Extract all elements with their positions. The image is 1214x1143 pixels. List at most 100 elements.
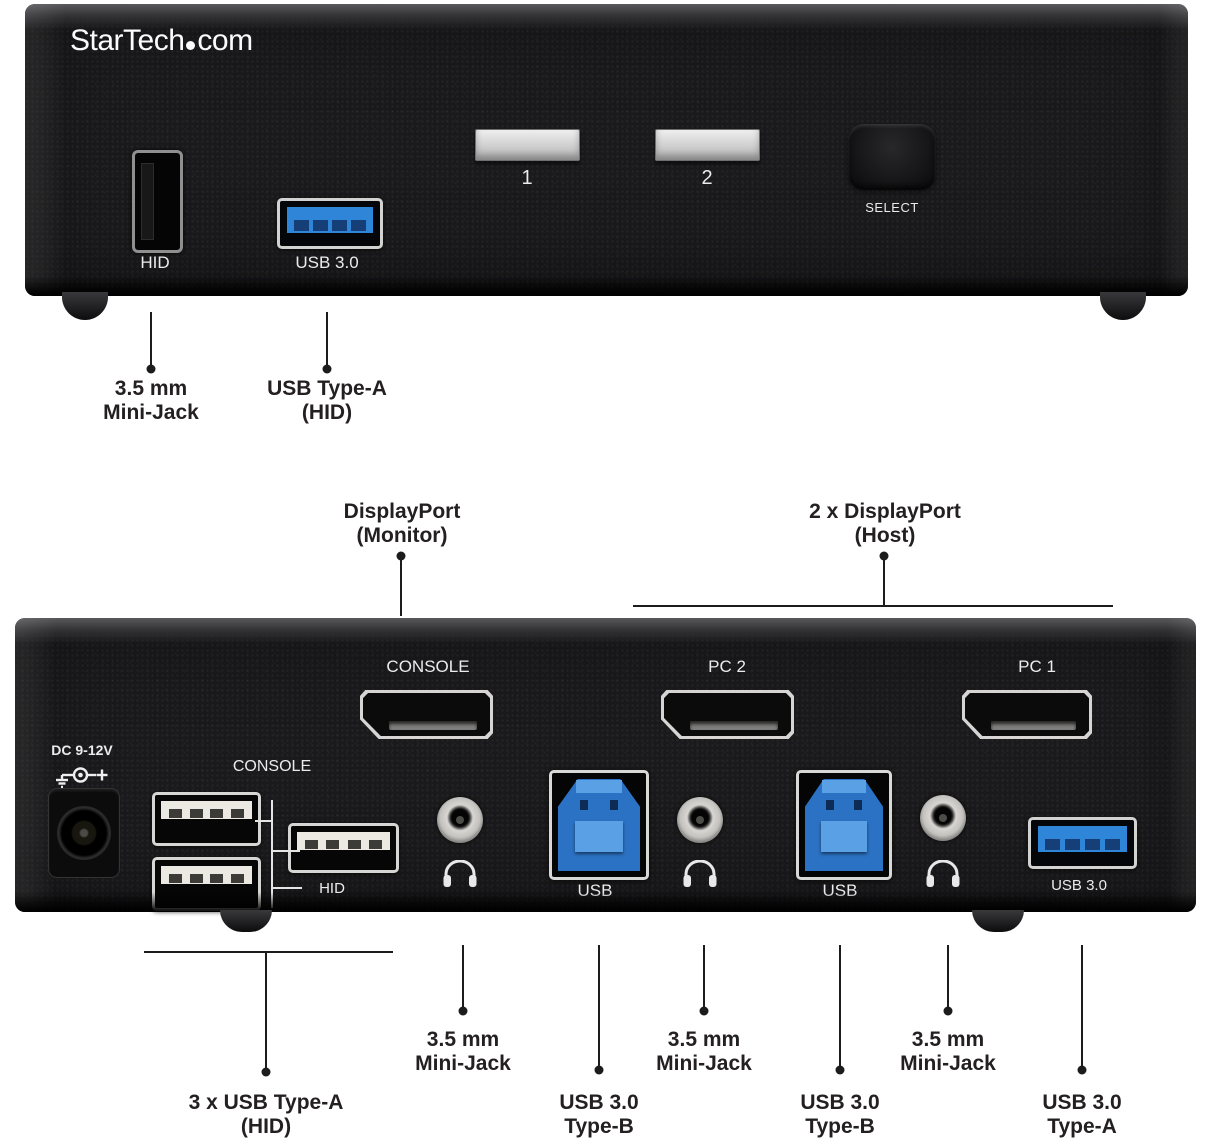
dp-pc1-label: PC 1 [1018, 657, 1056, 676]
callout-displayport-monitor: DisplayPort (Monitor) [344, 500, 461, 548]
displayport-console [360, 690, 493, 739]
headphones-icon [926, 860, 960, 887]
logo-text-startech: StarTech [70, 24, 185, 57]
usb-contacts [305, 840, 382, 849]
callout-minijack-3: 3.5 mm Mini-Jack [900, 1028, 996, 1076]
front-top-edge [25, 4, 1188, 30]
callout-bracket-line [633, 605, 1113, 607]
front-right-edge [1146, 4, 1188, 296]
callout-minijack-1: 3.5 mm Mini-Jack [415, 1028, 511, 1076]
usb-contacts [294, 220, 366, 231]
callout-minijack-2: 3.5 mm Mini-Jack [656, 1028, 752, 1076]
callout-line [462, 945, 464, 1008]
callout-text: Type-B [564, 1115, 634, 1138]
front-usb3-port [277, 198, 383, 249]
callout-text: 3.5 mm [426, 1028, 500, 1051]
select-button [848, 124, 936, 190]
callout-text: (HID) [240, 1115, 292, 1138]
hid-bracket-vertical [271, 800, 273, 908]
dp-slot [690, 721, 779, 730]
callout-text: Type-B [805, 1115, 875, 1138]
callout-text: 2 x DisplayPort [809, 500, 961, 523]
front-hid-usb-port [132, 150, 183, 253]
callout-usb-b-1: USB 3.0 Type-B [559, 1091, 638, 1139]
usb-contacts [169, 874, 244, 883]
usb-tongue [161, 801, 252, 819]
callout-text: 3.5 mm [911, 1028, 985, 1051]
headphones-icon [443, 860, 477, 887]
callout-dot [146, 364, 156, 374]
usb-b-contacts [826, 800, 862, 811]
dp-pc2-label: PC 2 [708, 657, 746, 676]
callout-dot [396, 551, 406, 561]
callout-line [703, 945, 705, 1008]
back-right-edge [1154, 618, 1196, 912]
back-usb3-port [1028, 817, 1137, 869]
callout-dot [261, 1067, 271, 1077]
led-2-label: 2 [701, 167, 713, 189]
startech-logo: StarTech com [70, 24, 253, 58]
callout-line [400, 560, 402, 616]
callout-line [150, 312, 152, 366]
callout-line [839, 945, 841, 1067]
back-usb3-label: USB 3.0 [1051, 877, 1107, 894]
usb-b-contacts [580, 800, 618, 811]
led-1-label: 1 [521, 167, 533, 189]
callout-text: 3.5 mm [114, 377, 188, 400]
audio-jack-console [437, 797, 483, 843]
callout-text: (Monitor) [356, 524, 448, 547]
callout-dot [322, 364, 332, 374]
callout-line [265, 951, 267, 1070]
back-bottom-shadow [15, 892, 1196, 912]
audio-jack-pc1 [920, 795, 966, 841]
displayport-pc2 [661, 690, 794, 739]
hid-bracket-tick [272, 850, 300, 852]
usb-b-port-pc1 [796, 770, 892, 880]
front-left-edge [25, 4, 89, 296]
front-bottom-shadow [25, 276, 1188, 296]
callout-text: USB 3.0 [559, 1091, 639, 1114]
front-hid-label: HID [140, 253, 170, 272]
back-top-edge [15, 618, 1196, 644]
front-foot-left [62, 292, 108, 320]
callout-text: DisplayPort [343, 500, 461, 523]
callout-dot [699, 1006, 709, 1016]
console-usb-port-top [152, 792, 261, 846]
callout-text: USB 3.0 [1042, 1091, 1122, 1114]
back-foot-right [972, 910, 1024, 932]
callout-front-minijack: 3.5 mm Mini-Jack [103, 377, 199, 425]
callout-text: USB 3.0 [800, 1091, 880, 1114]
callout-text: (Host) [854, 524, 916, 547]
callout-text: Mini-Jack [900, 1052, 996, 1075]
dp-console-label: CONSOLE [386, 657, 470, 676]
callout-line [883, 560, 885, 606]
callout-usb-a: USB 3.0 Type-A [1042, 1091, 1121, 1139]
usb-tongue [141, 163, 154, 240]
displayport-pc1 [962, 690, 1092, 739]
callout-front-usb-type-a: USB Type-A (HID) [267, 377, 387, 425]
usb-tongue [297, 832, 390, 850]
callout-text: (HID) [301, 401, 353, 424]
front-usb3-label: USB 3.0 [295, 253, 359, 272]
led-indicator-1 [475, 129, 580, 161]
callout-text: USB Type-A [267, 377, 387, 400]
dc-voltage-label: DC 9-12V [51, 742, 113, 758]
callout-dot [594, 1065, 604, 1075]
audio-jack-pc2 [677, 797, 723, 843]
usb-contacts [169, 809, 244, 818]
hid-bracket-tick [272, 887, 302, 889]
select-label: SELECT [865, 200, 919, 215]
dc-barrel-socket [57, 806, 111, 860]
front-foot-right [1100, 292, 1146, 320]
usb-b-port-pc2 [549, 770, 649, 880]
dp-slot [389, 721, 478, 730]
led-indicator-2 [655, 129, 760, 161]
callout-text: Mini-Jack [103, 401, 199, 424]
kvm-switch-front-view: StarTech com HID USB 3.0 1 2 SELECT [25, 4, 1188, 296]
callout-text: Type-A [1047, 1115, 1117, 1138]
usb-b-top-contact [576, 780, 622, 793]
logo-text-com: com [197, 24, 253, 57]
usb-tongue [161, 866, 252, 884]
callout-dot [879, 551, 889, 561]
